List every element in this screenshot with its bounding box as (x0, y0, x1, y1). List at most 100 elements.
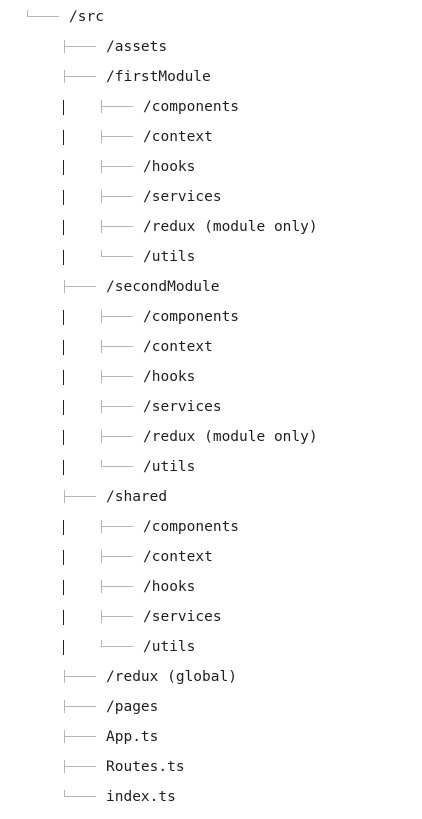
tree-node-label: Routes.ts (106, 759, 185, 775)
tree-branch-line (27, 16, 59, 18)
tree-branch-line (64, 796, 96, 798)
tree-row: /context (0, 129, 422, 159)
tree-node-label: /shared (106, 489, 168, 505)
tree-row: Routes.ts (0, 759, 422, 789)
tree-branch-line (101, 256, 133, 258)
tree-row: /utils (0, 249, 422, 279)
tree-continuation-line (63, 640, 65, 655)
tree-elbow-connector (27, 10, 29, 17)
tree-node-label: App.ts (106, 729, 159, 745)
tree-node-label: /utils (143, 459, 196, 475)
tree-branch-line (64, 676, 96, 678)
tree-branch-line (64, 706, 96, 708)
tree-branch-line (101, 136, 133, 138)
tree-continuation-line (63, 160, 65, 175)
tree-row: /assets (0, 39, 422, 69)
tree-row: /components (0, 99, 422, 129)
tree-branch-line (101, 616, 133, 618)
tree-node-label: /context (143, 129, 213, 145)
tree-branch-line (101, 196, 133, 198)
tree-continuation-line (63, 190, 65, 205)
tree-row: /hooks (0, 369, 422, 399)
tree-row: /components (0, 519, 422, 549)
tree-node-label: /context (143, 339, 213, 355)
tree-node-label: /components (143, 519, 240, 535)
tree-continuation-line (63, 130, 65, 145)
tree-branch-line (64, 766, 96, 768)
tree-branch-line (101, 556, 133, 558)
tree-node-label: /pages (106, 699, 159, 715)
tree-continuation-line (63, 580, 65, 595)
tree-node-label: /assets (106, 39, 168, 55)
tree-branch-line (64, 736, 96, 738)
tree-node-label: /redux (module only) (143, 219, 318, 235)
tree-node-label: /src (69, 9, 104, 25)
tree-branch-line (101, 646, 133, 648)
tree-continuation-line (63, 610, 65, 625)
tree-row: /redux (module only) (0, 219, 422, 249)
tree-continuation-line (63, 250, 65, 265)
tree-node-label: /redux (module only) (143, 429, 318, 445)
tree-node-label: /services (143, 399, 222, 415)
tree-node-label: /secondModule (106, 279, 220, 295)
tree-branch-line (101, 346, 133, 348)
tree-row: /services (0, 609, 422, 639)
tree-branch-line (101, 436, 133, 438)
tree-row: /context (0, 549, 422, 579)
tree-branch-line (101, 526, 133, 528)
tree-branch-line (101, 226, 133, 228)
tree-node-label: /hooks (143, 159, 196, 175)
tree-node-label: /hooks (143, 579, 196, 595)
tree-node-label: /components (143, 99, 240, 115)
tree-node-label: index.ts (106, 789, 176, 805)
tree-row: /firstModule (0, 69, 422, 99)
tree-continuation-line (63, 340, 65, 355)
tree-node-label: /utils (143, 639, 196, 655)
tree-row: /redux (module only) (0, 429, 422, 459)
tree-branch-line (101, 106, 133, 108)
tree-branch-line (64, 76, 96, 78)
tree-row: /context (0, 339, 422, 369)
tree-continuation-line (63, 100, 65, 115)
tree-elbow-connector (101, 250, 103, 257)
tree-node-label: /services (143, 609, 222, 625)
tree-elbow-connector (101, 460, 103, 467)
tree-elbow-connector (101, 640, 103, 647)
tree-row: /hooks (0, 579, 422, 609)
tree-row: /services (0, 189, 422, 219)
tree-row: /utils (0, 639, 422, 669)
tree-node-label: /services (143, 189, 222, 205)
tree-row: /src (0, 9, 422, 39)
tree-row: /services (0, 399, 422, 429)
tree-continuation-line (63, 520, 65, 535)
tree-node-label: /components (143, 309, 240, 325)
tree-row: /redux (global) (0, 669, 422, 699)
tree-continuation-line (63, 220, 65, 235)
tree-branch-line (101, 406, 133, 408)
tree-node-label: /firstModule (106, 69, 211, 85)
tree-row: index.ts (0, 789, 422, 819)
tree-row: /utils (0, 459, 422, 489)
tree-row: /shared (0, 489, 422, 519)
tree-row: App.ts (0, 729, 422, 759)
tree-node-label: /context (143, 549, 213, 565)
tree-row: /pages (0, 699, 422, 729)
tree-node-label: /redux (global) (106, 669, 237, 685)
tree-continuation-line (63, 430, 65, 445)
tree-branch-line (64, 46, 96, 48)
tree-continuation-line (63, 370, 65, 385)
tree-node-label: /utils (143, 249, 196, 265)
tree-branch-line (64, 496, 96, 498)
tree-row: /components (0, 309, 422, 339)
tree-branch-line (101, 166, 133, 168)
tree-continuation-line (63, 460, 65, 475)
tree-continuation-line (63, 400, 65, 415)
tree-branch-line (101, 466, 133, 468)
tree-row: /secondModule (0, 279, 422, 309)
tree-branch-line (101, 586, 133, 588)
tree-continuation-line (63, 310, 65, 325)
tree-branch-line (101, 316, 133, 318)
tree-node-label: /hooks (143, 369, 196, 385)
tree-branch-line (64, 286, 96, 288)
